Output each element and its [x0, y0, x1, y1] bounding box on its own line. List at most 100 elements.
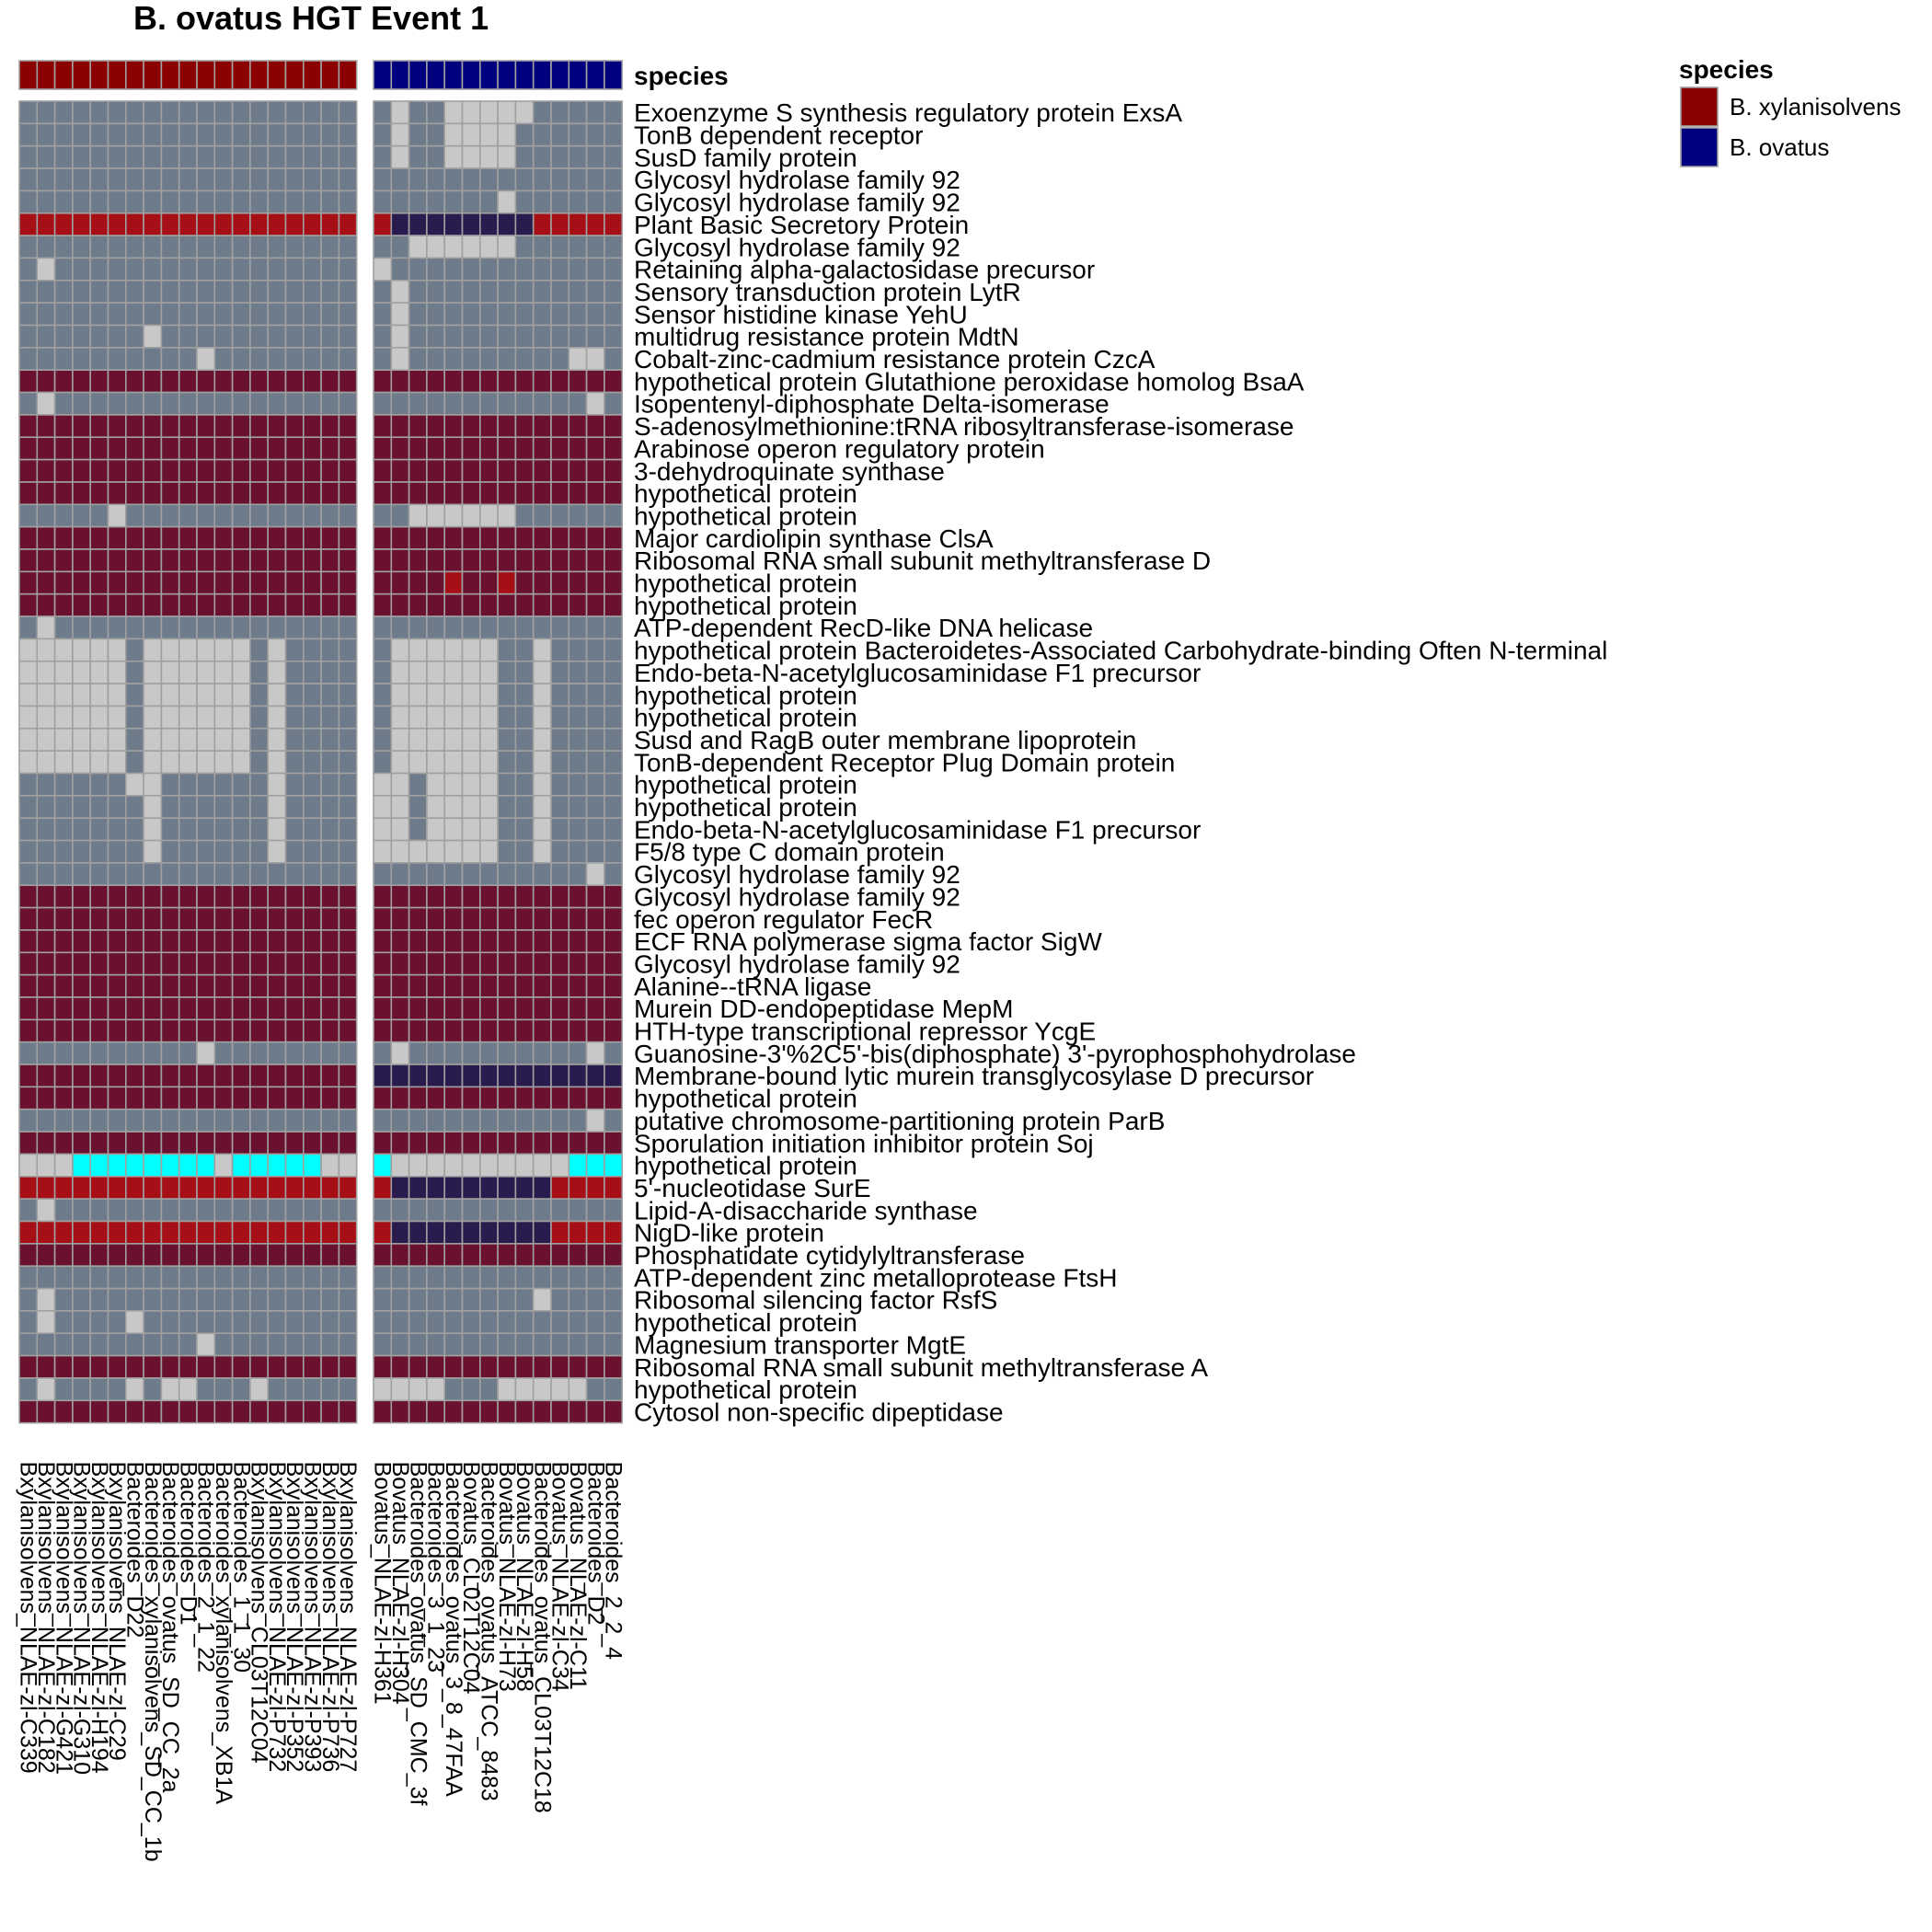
- heatmap-cell: [196, 1377, 216, 1402]
- heatmap-cell: [338, 347, 358, 372]
- heatmap-cell: [461, 167, 481, 192]
- heatmap-cell: [514, 1287, 535, 1312]
- heatmap-cell: [213, 1018, 234, 1043]
- heatmap-cells: [18, 100, 624, 1424]
- heatmap-cell: [36, 369, 56, 394]
- heatmap-cell: [550, 1086, 570, 1110]
- heatmap-cell: [178, 369, 198, 394]
- heatmap-cell: [478, 1108, 499, 1133]
- heatmap-cell: [302, 100, 322, 125]
- heatmap-cell: [426, 1332, 445, 1357]
- heatmap-cell: [478, 817, 499, 842]
- heatmap-cell: [125, 839, 144, 864]
- heatmap-cell: [426, 1399, 445, 1424]
- heatmap-cell: [125, 414, 144, 439]
- heatmap-cell: [302, 951, 322, 976]
- heatmap-cell: [478, 122, 499, 147]
- heatmap-cell: [478, 1332, 499, 1357]
- heatmap-cell: [478, 369, 499, 394]
- heatmap-cell: [213, 592, 234, 617]
- heatmap-cell: [249, 1041, 269, 1065]
- heatmap-cell: [320, 481, 340, 506]
- heatmap-cell: [604, 1332, 624, 1357]
- heatmap-cell: [36, 548, 56, 573]
- annotation-cell: [231, 60, 251, 90]
- heatmap-cell: [249, 458, 269, 483]
- heatmap-cell: [107, 570, 127, 595]
- heatmap-cell: [231, 1131, 251, 1156]
- heatmap-cell: [72, 503, 92, 528]
- heatmap-cell: [426, 1265, 445, 1290]
- heatmap-cell: [196, 884, 216, 909]
- heatmap-cell: [514, 235, 535, 259]
- heatmap-cell: [604, 212, 624, 236]
- heatmap-cell: [514, 951, 535, 976]
- heatmap-cell: [72, 279, 92, 304]
- heatmap-cell: [36, 1041, 56, 1065]
- heatmap-cell: [53, 391, 74, 416]
- row-label: Arabinose operon regulatory protein: [634, 434, 1045, 463]
- heatmap-cell: [320, 795, 340, 819]
- heatmap-cell: [72, 257, 92, 282]
- heatmap-cell: [373, 951, 393, 976]
- heatmap-cell: [443, 795, 464, 819]
- heatmap-cell: [550, 1220, 570, 1245]
- heatmap-cell: [302, 973, 322, 998]
- heatmap-cell: [568, 817, 588, 842]
- heatmap-cell: [514, 324, 535, 349]
- heatmap-cell: [320, 458, 340, 483]
- heatmap-cell: [178, 1243, 198, 1267]
- heatmap-cell: [18, 525, 39, 550]
- row-label: hypothetical protein Glutathione peroxid…: [634, 367, 1305, 396]
- heatmap-cell: [604, 1377, 624, 1402]
- heatmap-cell: [284, 369, 305, 394]
- heatmap-cell: [497, 1287, 517, 1312]
- heatmap-cell: [231, 1399, 251, 1424]
- row-label: Isopentenyl-diphosphate Delta-isomerase: [634, 390, 1110, 419]
- heatmap-cell: [497, 1176, 517, 1200]
- row-label: NigD-like protein: [634, 1219, 824, 1248]
- heatmap-cell: [231, 347, 251, 372]
- heatmap-cell: [373, 772, 393, 797]
- heatmap-cell: [550, 458, 570, 483]
- heatmap-cell: [390, 257, 410, 282]
- heatmap-cell: [72, 570, 92, 595]
- heatmap-cell: [390, 839, 410, 864]
- heatmap-cell: [213, 436, 234, 461]
- heatmap-cell: [338, 279, 358, 304]
- heatmap-cell: [160, 1198, 180, 1223]
- heatmap-cell: [390, 167, 410, 192]
- heatmap-cell: [426, 548, 445, 573]
- heatmap-cell: [408, 503, 428, 528]
- heatmap-cell: [497, 973, 517, 998]
- heatmap-cell: [213, 973, 234, 998]
- heatmap-cell: [426, 839, 445, 864]
- heatmap-cell: [284, 951, 305, 976]
- heatmap-cell: [320, 257, 340, 282]
- heatmap-cell: [568, 122, 588, 147]
- heatmap-cell: [390, 1377, 410, 1402]
- heatmap-cell: [213, 503, 234, 528]
- heatmap-cell: [532, 279, 552, 304]
- row-label: Susd and RagB outer membrane lipoprotein: [634, 726, 1136, 754]
- heatmap-cell: [390, 436, 410, 461]
- heatmap-cell: [53, 1399, 74, 1424]
- heatmap-cell: [143, 705, 163, 730]
- heatmap-cell: [426, 324, 445, 349]
- heatmap-cell: [550, 503, 570, 528]
- heatmap-cell: [143, 929, 163, 954]
- heatmap-cell: [604, 391, 624, 416]
- heatmap-cell: [178, 1064, 198, 1088]
- heatmap-cell: [497, 391, 517, 416]
- heatmap-cell: [249, 638, 269, 662]
- heatmap-cell: [443, 929, 464, 954]
- heatmap-cell: [36, 862, 56, 887]
- heatmap-cell: [125, 212, 144, 236]
- heatmap-cell: [72, 862, 92, 887]
- heatmap-cell: [302, 1198, 322, 1223]
- heatmap-cell: [550, 369, 570, 394]
- heatmap-cell: [426, 638, 445, 662]
- heatmap-cell: [426, 772, 445, 797]
- heatmap-cell: [89, 369, 109, 394]
